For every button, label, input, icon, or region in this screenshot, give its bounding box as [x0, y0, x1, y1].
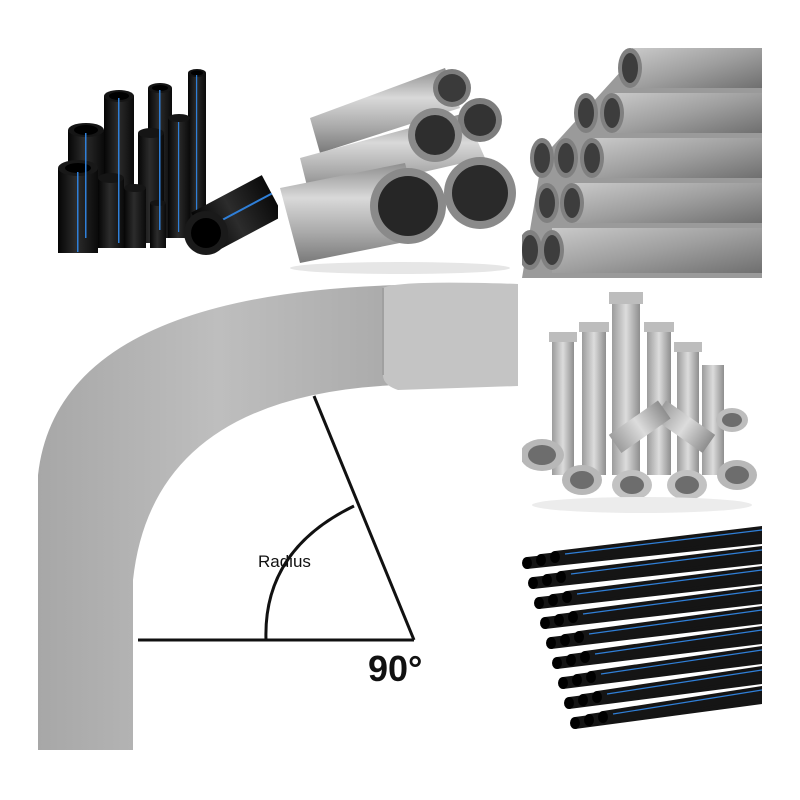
- pipe-end: [574, 631, 584, 643]
- pipe-end: [542, 574, 552, 586]
- pipe-end: [568, 611, 578, 623]
- black-pipe: [555, 526, 762, 563]
- pipe-bend-shape: [38, 285, 398, 750]
- blue-stripe: [588, 609, 762, 635]
- blue-stripe: [576, 569, 762, 595]
- pipe-end: [548, 594, 558, 606]
- blue-stripe: [582, 589, 762, 615]
- pipe-end: [534, 597, 544, 609]
- black-pipe: [585, 626, 762, 663]
- pile-of-grey-pipes-photo: [522, 38, 762, 278]
- pipe-end: [578, 694, 588, 706]
- blue-stripe: [570, 549, 762, 575]
- pipe-end: [592, 691, 602, 703]
- blue-stripe: [612, 689, 762, 715]
- pipe-end: [536, 554, 546, 566]
- pipe-end: [550, 551, 560, 563]
- pipe-end: [540, 617, 550, 629]
- pipe-end: [580, 651, 590, 663]
- pipe-end: [586, 671, 596, 683]
- black-pipe: [573, 586, 762, 623]
- black-pipe: [579, 606, 762, 643]
- black-pipe: [591, 646, 762, 683]
- pipe-end: [570, 717, 580, 729]
- pipe-end: [566, 654, 576, 666]
- long-black-pipes-photo: [522, 522, 762, 762]
- pvc-fittings-photo: [522, 280, 762, 520]
- black-pipe: [603, 686, 762, 723]
- stacked-grey-pipes-illustration: [280, 38, 520, 278]
- black-pipe: [597, 666, 762, 703]
- pipe-end: [564, 697, 574, 709]
- angle-label: 90°: [368, 648, 422, 689]
- pipe-end: [554, 614, 564, 626]
- blue-stripe: [600, 649, 762, 675]
- pipe-end: [584, 714, 594, 726]
- black-pipe: [567, 566, 762, 603]
- pipe-end: [598, 711, 608, 723]
- long-black-pipes-illustration: [522, 522, 762, 762]
- black-hdpe-pipes-photo: [38, 38, 278, 278]
- pipe-end: [558, 677, 568, 689]
- pipe-end: [560, 634, 570, 646]
- pvc-fittings-illustration: [522, 280, 762, 520]
- pipe-end: [562, 591, 572, 603]
- radius-label: Radius: [258, 552, 311, 571]
- pipe-end: [546, 637, 556, 649]
- pipe-end: [528, 577, 538, 589]
- blue-stripe: [594, 629, 762, 655]
- angle-arc: [264, 504, 355, 641]
- black-hdpe-pipes-illustration: [38, 38, 278, 278]
- blue-stripe: [564, 529, 762, 555]
- pipe-end: [552, 657, 562, 669]
- pile-of-grey-pipes-illustration: [522, 38, 762, 278]
- pipe-end: [572, 674, 582, 686]
- pipe-bend-diagram: Radius 90°: [38, 280, 520, 762]
- pipe-end: [522, 557, 532, 569]
- blue-stripe: [606, 669, 762, 695]
- diagonal-radius-line: [312, 395, 416, 641]
- pipe-socket: [383, 282, 518, 390]
- black-pipe: [561, 546, 762, 583]
- pipe-end: [556, 571, 566, 583]
- stacked-grey-pipes-photo: [280, 38, 520, 278]
- pvc-bend-illustration: Radius 90°: [38, 280, 520, 762]
